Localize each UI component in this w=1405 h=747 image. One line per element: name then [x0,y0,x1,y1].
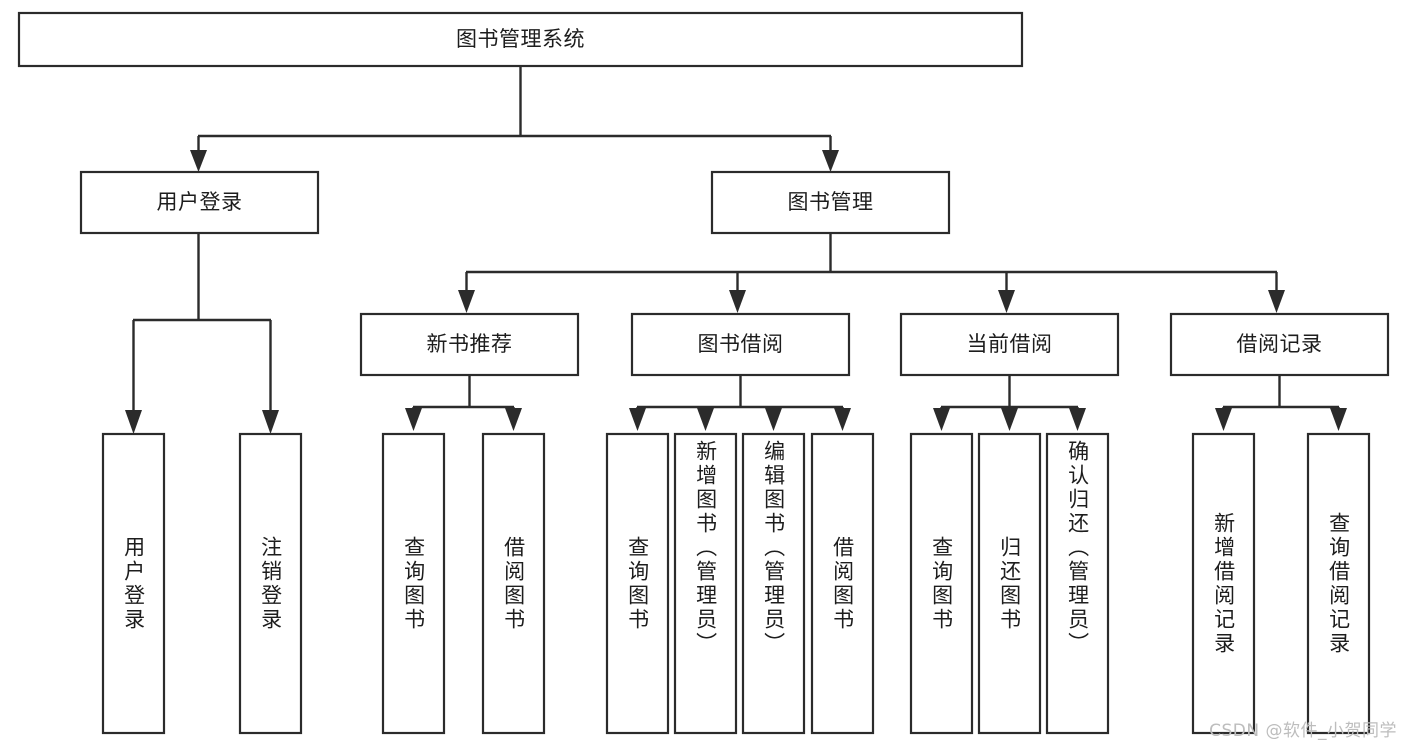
node-box-leaf-10[interactable] [977,432,1042,735]
node-box-user-login[interactable] [79,170,320,235]
node-box-leaf-8[interactable] [810,432,875,735]
arrowhead-l3-1 [458,290,475,313]
arrowhead-leaf-11 [1069,408,1086,431]
arrowhead-leaf-13 [1330,408,1347,431]
node-box-leaf-9[interactable] [909,432,974,735]
node-box-new-book-recommend[interactable] [359,312,580,377]
node-box-leaf-3[interactable] [381,432,446,735]
arrowhead-leaf-1 [125,410,142,434]
node-box-leaf-5[interactable] [605,432,670,735]
node-box-leaf-6[interactable] [673,432,738,735]
node-box-leaf-12[interactable] [1191,432,1256,735]
node-box-leaf-4[interactable] [481,432,546,735]
arrowhead-leaf-5 [629,408,646,431]
node-box-book-borrow[interactable] [630,312,851,377]
node-box-leaf-1[interactable] [101,432,166,735]
node-box-leaf-13[interactable] [1306,432,1371,735]
connectors [125,66,1347,434]
node-box-current-borrow[interactable] [899,312,1120,377]
arrowhead-leaf-4 [505,408,522,431]
arrowhead-leaf-3 [405,408,422,431]
arrowhead-leaf-12 [1215,408,1232,431]
arrowhead-userlogin [190,150,207,172]
node-box-borrow-record[interactable] [1169,312,1390,377]
arrowhead-leaf-6 [697,408,714,431]
arrowhead-l3-2 [729,290,746,313]
arrowhead-leaf-7 [765,408,782,431]
arrowhead-leaf-2 [262,410,279,434]
node-boxes [17,11,1390,735]
arrowhead-bookmgmt [822,150,839,172]
arrowhead-leaf-9 [933,408,950,431]
node-box-leaf-11[interactable] [1045,432,1110,735]
arrowhead-l3-3 [998,290,1015,313]
node-box-root[interactable] [17,11,1024,68]
node-box-book-management[interactable] [710,170,951,235]
node-box-leaf-2[interactable] [238,432,303,735]
node-box-leaf-7[interactable] [741,432,806,735]
arrowhead-leaf-8 [834,408,851,431]
arrowhead-l3-4 [1268,290,1285,313]
arrowhead-leaf-10 [1001,408,1018,431]
